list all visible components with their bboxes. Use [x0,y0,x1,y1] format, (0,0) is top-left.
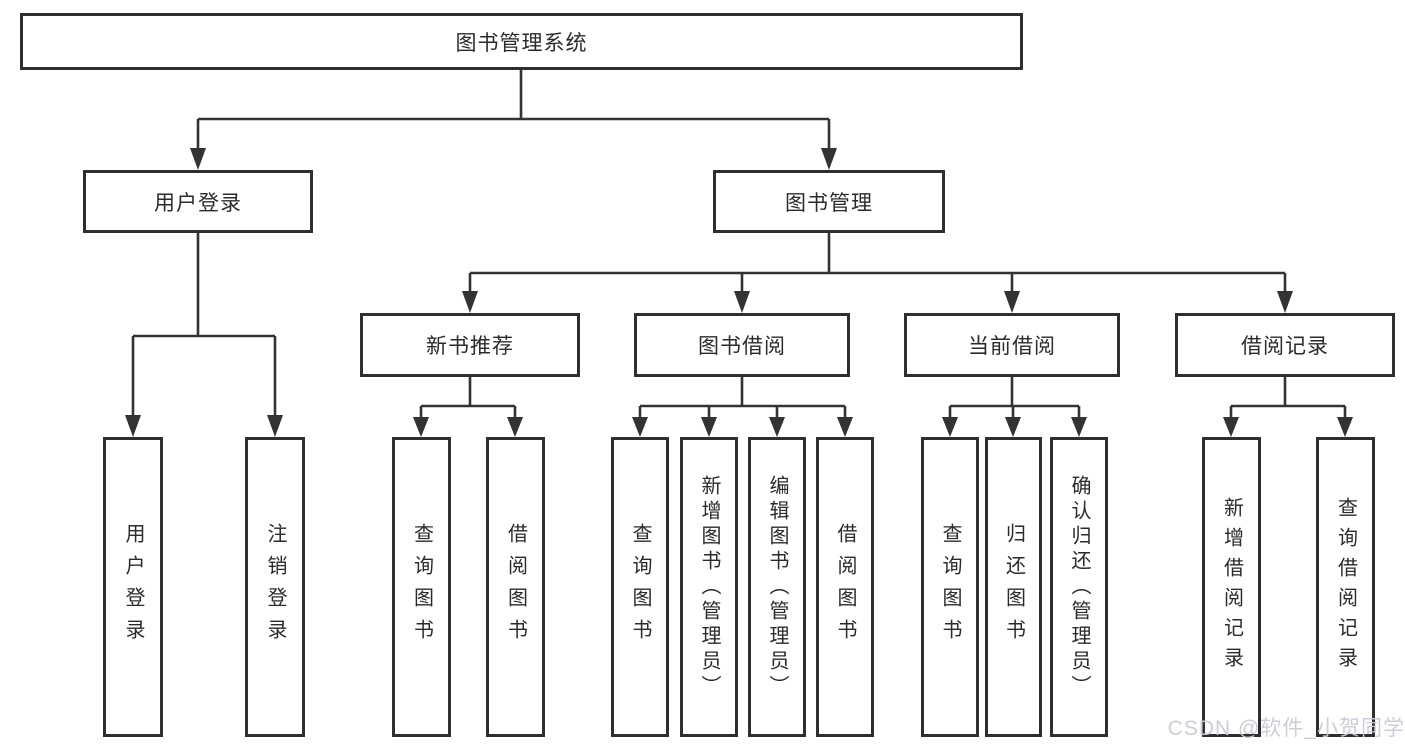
connector-borrow-records [1223,377,1353,437]
connector-root [190,70,837,170]
node-borrowing-records: 借阅记录 [1175,313,1395,377]
leaf-label: 查询图书 [939,523,961,651]
leaf-current-query-books: 查询图书 [921,437,979,737]
node-label: 新书推荐 [426,335,514,358]
leaf-label: 新增图书（管理员） [698,474,720,700]
leaf-label: 查询图书 [410,523,433,651]
leaf-label: 注销登录 [264,523,286,651]
leaf-logout: 注销登录 [245,437,305,737]
leaf-label: 新增借阅记录 [1220,497,1243,677]
csdn-watermark: CSDN @软件_小贺同学 [1167,717,1405,740]
leaf-label: 查询图书 [629,523,651,651]
node-label: 图书借阅 [698,335,786,358]
connector-new-books [413,377,523,437]
leaf-borrow-borrow-books: 借阅图书 [816,437,874,737]
leaf-records-query-record: 查询借阅记录 [1316,437,1375,737]
connector-user-login [125,233,283,437]
connector-current-borrow [942,377,1087,437]
node-new-book-recommend: 新书推荐 [360,313,580,377]
leaf-current-return-books: 归还图书 [985,437,1042,737]
leaf-newbooks-borrow-books: 借阅图书 [486,437,545,737]
leaf-borrow-edit-books-admin: 编辑图书（管理员） [748,437,806,737]
connector-book-mgmt [462,233,1293,313]
node-root-label: 图书管理系统 [455,31,588,55]
connector-book-borrow [632,377,853,437]
leaf-label: 借阅图书 [504,523,527,651]
leaf-records-add-record: 新增借阅记录 [1202,437,1261,737]
node-root: 图书管理系统 [20,13,1023,70]
leaf-label: 查询借阅记录 [1334,497,1357,677]
leaf-label: 归还图书 [1002,523,1025,651]
leaf-borrow-add-books-admin: 新增图书（管理员） [680,437,738,737]
leaf-label: 确认归还（管理员） [1068,474,1090,700]
leaf-newbooks-query-books: 查询图书 [392,437,451,737]
leaf-current-confirm-return-admin: 确认归还（管理员） [1050,437,1108,737]
leaf-user-login: 用户登录 [103,437,163,737]
node-label: 用户登录 [154,191,242,215]
node-label: 借阅记录 [1241,335,1329,358]
node-book-borrowing: 图书借阅 [634,313,850,377]
leaf-label: 编辑图书（管理员） [766,474,788,700]
node-current-borrowing: 当前借阅 [904,313,1120,377]
node-user-login: 用户登录 [83,170,313,233]
leaf-label: 借阅图书 [834,523,856,651]
leaf-borrow-query-books: 查询图书 [611,437,669,737]
leaf-label: 用户登录 [122,523,144,651]
node-label: 图书管理 [785,191,873,215]
node-label: 当前借阅 [968,335,1056,358]
node-book-management: 图书管理 [713,170,945,233]
